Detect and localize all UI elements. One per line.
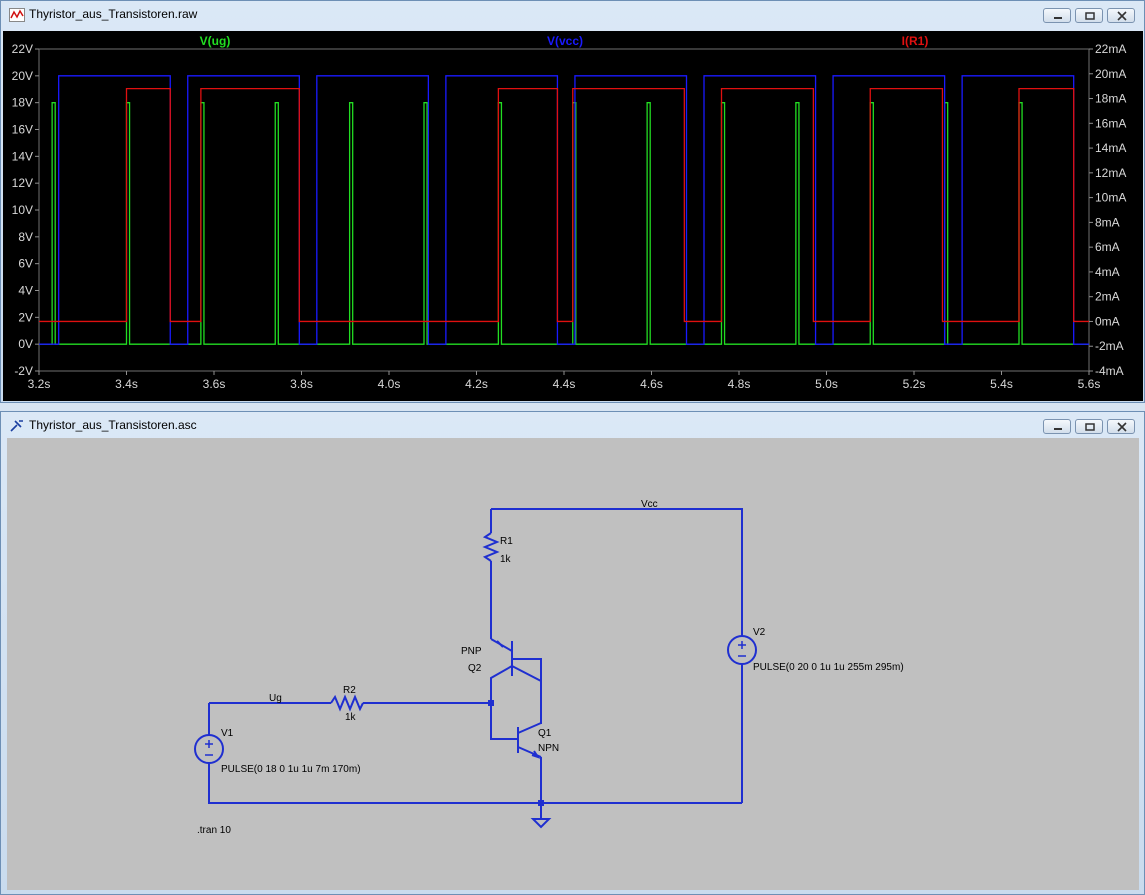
x-tick-label: 4.0s xyxy=(378,377,401,391)
restore-icon xyxy=(1085,12,1095,20)
label-r2-value: 1k xyxy=(345,712,357,723)
y-left-tick-label: 2V xyxy=(18,310,33,324)
y-right-tick-label: 6mA xyxy=(1095,240,1120,254)
close-icon xyxy=(1117,11,1127,21)
waveform-titlebar[interactable]: Thyristor_aus_Transistoren.raw xyxy=(1,1,1144,29)
wire-v1-bottom[interactable] xyxy=(208,763,742,804)
q2-emitter-arrow xyxy=(496,640,504,648)
y-left-tick-label: 20V xyxy=(12,69,33,83)
y-right-tick-label: 22mA xyxy=(1095,42,1126,56)
label-q2: Q2 xyxy=(468,663,482,674)
x-tick-label: 4.8s xyxy=(728,377,751,391)
restore-button[interactable] xyxy=(1075,419,1103,434)
resistor-r1[interactable] xyxy=(482,532,500,562)
label-r2-name: R2 xyxy=(343,685,356,696)
label-r1-name: R1 xyxy=(500,536,513,547)
x-tick-label: 3.4s xyxy=(115,377,138,391)
minimize-button[interactable] xyxy=(1043,8,1071,23)
y-right-tick-label: 14mA xyxy=(1095,141,1126,155)
label-v1-name: V1 xyxy=(221,728,234,739)
close-button[interactable] xyxy=(1107,419,1135,434)
minimize-icon xyxy=(1054,428,1062,430)
label-r1-value: 1k xyxy=(500,554,512,565)
label-vcc: Vcc xyxy=(641,499,658,510)
schematic-canvas[interactable]: Vcc R1 1k R2 1k Ug PNP Q2 Q1 NPN V1 PULS… xyxy=(7,438,1139,890)
close-icon xyxy=(1117,422,1127,432)
source-polarity-marks xyxy=(205,641,746,756)
schematic-window-title: Thyristor_aus_Transistoren.asc xyxy=(29,418,197,432)
waveform-window-title: Thyristor_aus_Transistoren.raw xyxy=(29,7,198,21)
wire-vcc[interactable] xyxy=(491,508,743,636)
y-left-tick-label: 0V xyxy=(18,337,33,351)
restore-button[interactable] xyxy=(1075,8,1103,23)
x-tick-label: 3.2s xyxy=(28,377,51,391)
legend-ir1: I(R1) xyxy=(902,34,929,48)
label-v1-value: PULSE(0 18 0 1u 1u 7m 170m) xyxy=(221,764,361,775)
waveform-plot[interactable]: 3.2s 3.4s 3.6s 3.8s 4.0s 4.2s 4.4s 4.6s 4.8s 5.0s… xyxy=(3,31,1143,401)
waveform-app-icon xyxy=(9,8,25,22)
y-left-tick-label: 10V xyxy=(12,203,33,217)
x-tick-label: 5.2s xyxy=(903,377,926,391)
y-left-tick-label: 18V xyxy=(12,96,33,110)
x-tick-label: 5.0s xyxy=(815,377,838,391)
q1-emitter-arrow xyxy=(531,750,541,759)
legend-vug: V(ug) xyxy=(200,34,231,48)
label-v2-value: PULSE(0 20 0 1u 1u 255m 295m) xyxy=(753,662,904,673)
wire-q2-collector[interactable] xyxy=(490,665,518,740)
y-right-tick-label: 0mA xyxy=(1095,314,1120,328)
schematic-window: Thyristor_aus_Transistoren.asc xyxy=(0,411,1145,895)
schematic-titlebar[interactable]: Thyristor_aus_Transistoren.asc xyxy=(1,412,1144,440)
label-npn: NPN xyxy=(538,743,559,754)
y-left-tick-label: 6V xyxy=(18,257,33,271)
y-left-tick-label: 16V xyxy=(12,123,33,137)
y-left-tick-label: 4V xyxy=(18,284,33,298)
x-tick-label: 3.6s xyxy=(203,377,226,391)
y-right-tick-label: -4mA xyxy=(1095,364,1124,378)
trace-ir1 xyxy=(39,87,1089,323)
trace-vvcc xyxy=(39,75,1089,345)
y-right-tick-label: 2mA xyxy=(1095,290,1120,304)
y-right-tick-label: 16mA xyxy=(1095,116,1126,130)
y-right-tick-label: 12mA xyxy=(1095,166,1126,180)
wire-q2-base[interactable] xyxy=(512,658,542,724)
close-button[interactable] xyxy=(1107,8,1135,23)
minimize-button[interactable] xyxy=(1043,419,1071,434)
resistor-r2[interactable] xyxy=(330,694,364,712)
minimize-icon xyxy=(1054,17,1062,19)
restore-icon xyxy=(1085,423,1095,431)
y-left-tick-label: 12V xyxy=(12,176,33,190)
y-right-tick-label: 10mA xyxy=(1095,191,1126,205)
y-right-tick-label: 4mA xyxy=(1095,265,1120,279)
x-tick-label: 5.4s xyxy=(990,377,1013,391)
label-q1: Q1 xyxy=(538,728,552,739)
y-right-tick-label: -2mA xyxy=(1095,339,1124,353)
y-right-tick-label: 8mA xyxy=(1095,215,1120,229)
x-tick-label: 4.2s xyxy=(465,377,488,391)
y-left-tick-label: -2V xyxy=(14,364,33,378)
label-ug: Ug xyxy=(269,693,282,704)
y-left-tick-label: 14V xyxy=(12,149,33,163)
x-tick-label: 4.4s xyxy=(553,377,576,391)
label-v2-name: V2 xyxy=(753,627,766,638)
y-left-tick-label: 22V xyxy=(12,42,33,56)
x-tick-label: 4.6s xyxy=(640,377,663,391)
legend-vvcc: V(vcc) xyxy=(547,34,583,48)
spice-directive-tran[interactable]: .tran 10 xyxy=(197,825,231,836)
y-right-tick-label: 20mA xyxy=(1095,67,1126,81)
schematic-app-icon xyxy=(10,420,23,432)
x-tick-label: 3.8s xyxy=(290,377,313,391)
y-right-tick-label: 18mA xyxy=(1095,92,1126,106)
connection-dots xyxy=(488,700,544,806)
y-left-tick-label: 8V xyxy=(18,230,33,244)
label-pnp: PNP xyxy=(461,646,482,657)
x-tick-label: 5.6s xyxy=(1078,377,1101,391)
